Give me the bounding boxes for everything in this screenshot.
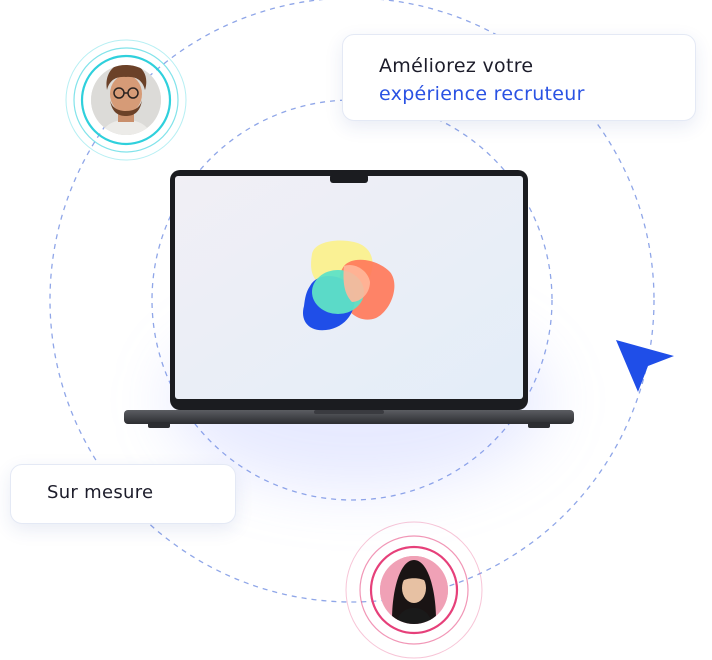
avatar-woman [344,520,484,660]
sur-mesure-card: Sur mesure [10,464,236,524]
blob-logo-icon [302,240,395,331]
sur-mesure-label: Sur mesure [47,482,154,503]
headline-line-2: expérience recruteur [379,83,585,105]
headline-line-1: Améliorez votre [379,55,534,77]
pointer-arrow-icon [616,340,674,392]
headline-card: Améliorez votre expérience recruteur [342,34,696,121]
avatar-man [52,38,200,162]
